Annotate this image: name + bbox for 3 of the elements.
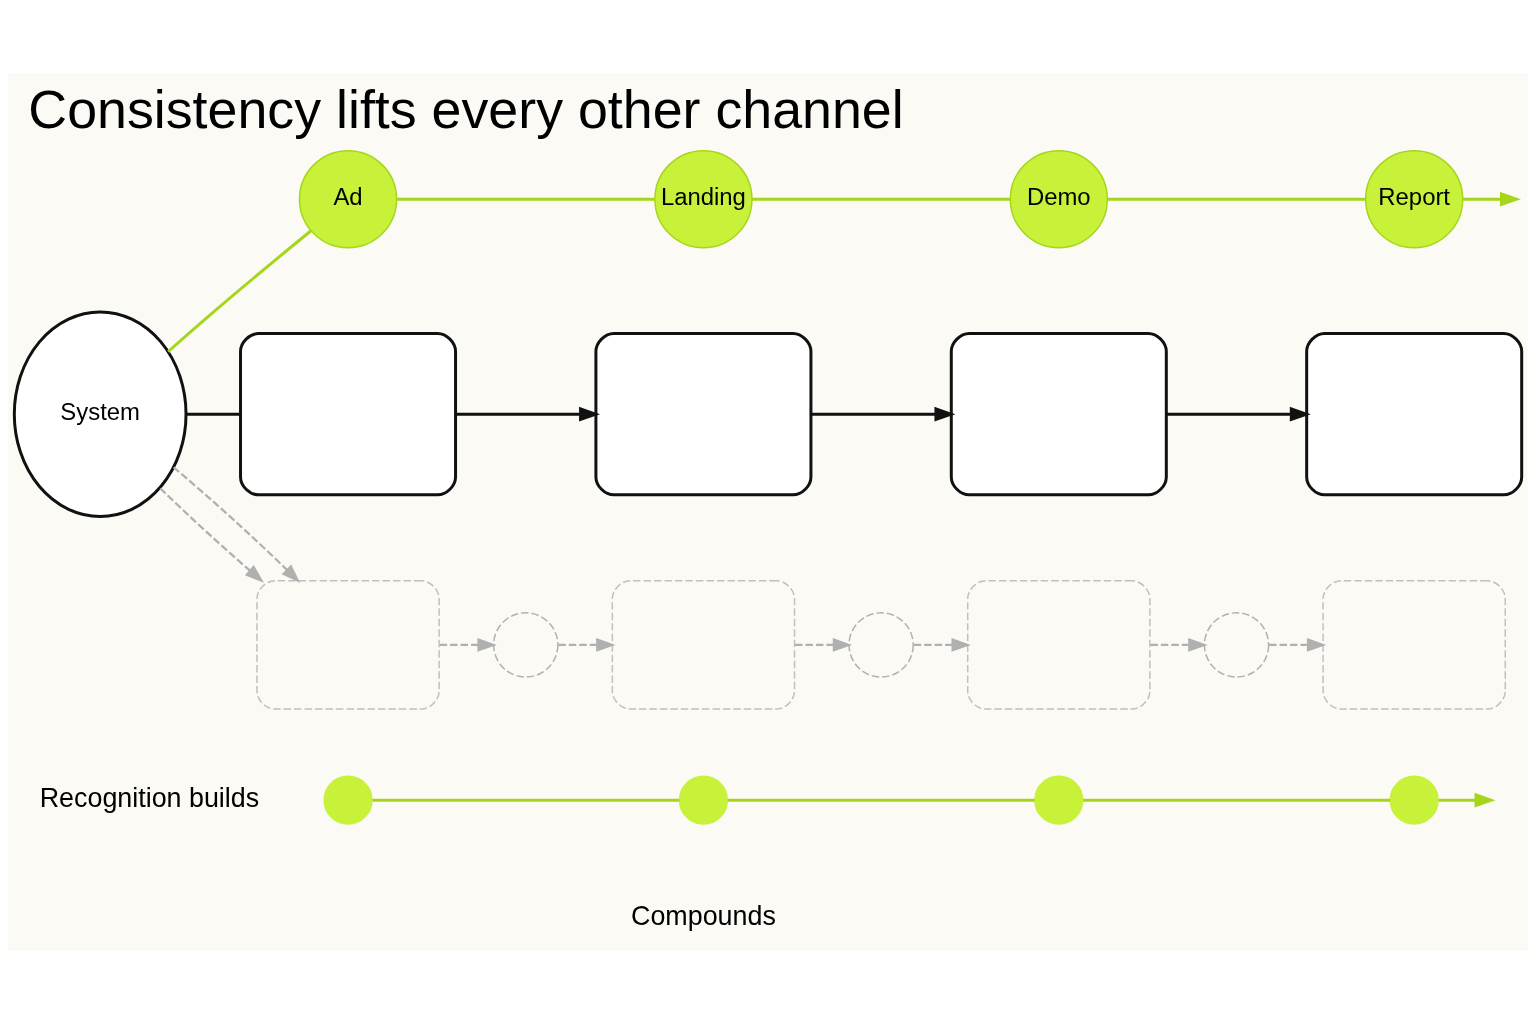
label: Recognition builds (39, 782, 260, 813)
label: Compounds (631, 900, 776, 931)
diagram-title: Consistency lifts every other channel (28, 78, 904, 139)
